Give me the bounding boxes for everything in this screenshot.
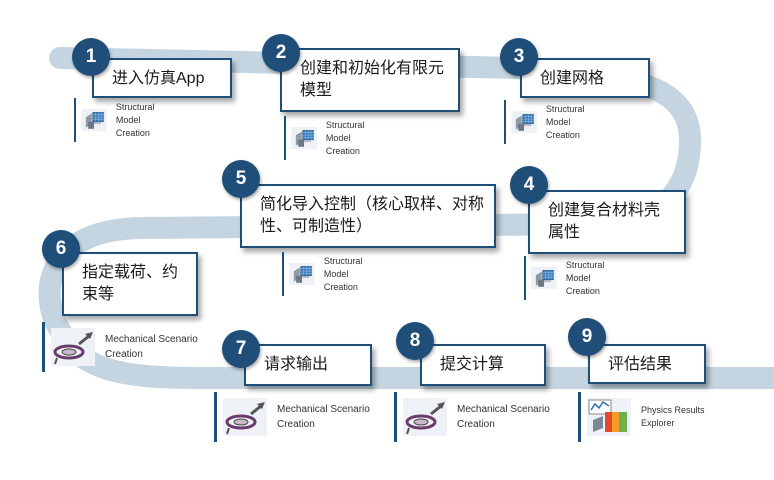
app-link[interactable]: Structural Model Creation — [282, 252, 384, 296]
structural-cube-icon — [530, 266, 557, 290]
physics-results-icon — [587, 398, 631, 436]
app-name: Structural Model Creation — [323, 255, 363, 292]
step-label: 简化导入控制（核心取样、对称性、可制造性） — [240, 184, 496, 248]
structural-cube-icon — [510, 110, 537, 134]
step-number: 9 — [568, 318, 606, 356]
app-link[interactable]: Structural Model Creation — [74, 98, 176, 142]
step-label: 创建复合材料壳属性 — [528, 190, 686, 254]
structural-cube-icon — [80, 108, 107, 132]
step-label: 指定载荷、约束等 — [62, 252, 198, 316]
step-label: 提交计算 — [420, 344, 546, 386]
step-label: 评估结果 — [588, 344, 706, 384]
app-link[interactable]: Structural Model Creation — [524, 256, 626, 300]
app-link[interactable]: Mechanical Scenario Creation — [394, 392, 563, 442]
step-number: 4 — [510, 166, 548, 204]
step-number: 2 — [262, 34, 300, 72]
step-number: 1 — [72, 38, 110, 76]
mechanical-scenario-icon — [223, 398, 267, 436]
step-label: 进入仿真App — [92, 58, 232, 98]
step-number: 3 — [500, 38, 538, 76]
step-number: 8 — [396, 322, 434, 360]
app-name: Mechanical Scenario Creation — [457, 404, 550, 430]
app-link[interactable]: Structural Model Creation — [284, 116, 386, 160]
step-label: 创建网格 — [520, 58, 650, 98]
step-label: 创建和初始化有限元模型 — [280, 48, 460, 112]
app-link[interactable]: Mechanical Scenario Creation — [214, 392, 383, 442]
structural-cube-icon — [290, 126, 317, 150]
app-name: Structural Model Creation — [115, 101, 155, 138]
app-name: Structural Model Creation — [565, 259, 605, 296]
structural-cube-icon — [288, 262, 315, 286]
app-name: Structural Model Creation — [545, 103, 585, 140]
app-link[interactable]: Mechanical Scenario Creation — [42, 322, 215, 372]
app-name: Structural Model Creation — [325, 119, 365, 156]
app-name: Mechanical Scenario Creation — [277, 404, 370, 430]
app-link[interactable]: Structural Model Creation — [504, 100, 606, 144]
step-number: 7 — [222, 330, 260, 368]
app-link[interactable]: Physics Results Explorer — [578, 392, 721, 442]
step-number: 6 — [42, 230, 80, 268]
app-name: Mechanical Scenario Creation — [105, 334, 198, 360]
step-label: 请求输出 — [244, 344, 372, 386]
mechanical-scenario-icon — [403, 398, 447, 436]
step-number: 5 — [222, 160, 260, 198]
app-name: Physics Results Explorer — [641, 405, 705, 428]
mechanical-scenario-icon — [51, 328, 95, 366]
